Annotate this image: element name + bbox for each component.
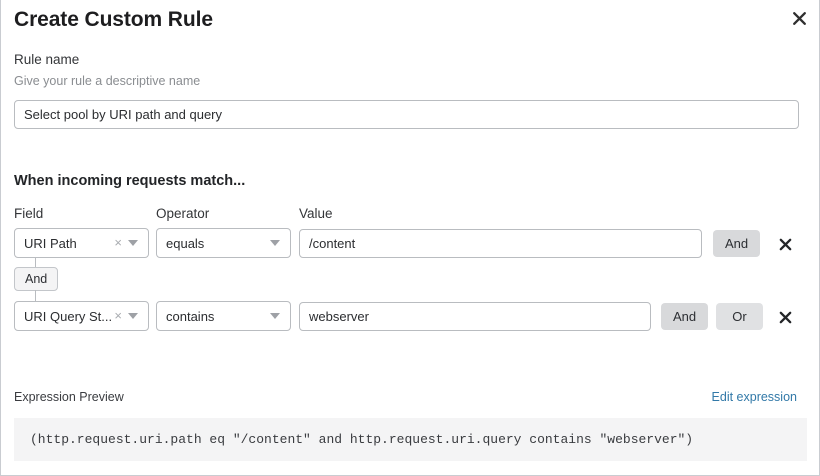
remove-condition-button-2[interactable]	[775, 307, 795, 327]
and-button-1[interactable]: And	[713, 230, 761, 257]
value-input-1[interactable]	[299, 229, 702, 258]
operator-select-2[interactable]: contains	[156, 301, 291, 331]
chevron-down-icon[interactable]	[270, 313, 280, 319]
remove-condition-button-1[interactable]	[775, 234, 795, 254]
conditions-heading: When incoming requests match...	[14, 173, 246, 189]
chevron-down-icon[interactable]	[270, 240, 280, 246]
chevron-down-icon[interactable]	[128, 313, 138, 319]
edit-expression-link[interactable]: Edit expression	[711, 390, 797, 404]
chevron-down-icon[interactable]	[128, 240, 138, 246]
close-icon[interactable]	[788, 7, 810, 29]
rule-name-description: Give your rule a descriptive name	[14, 74, 201, 88]
column-header-operator: Operator	[156, 206, 210, 221]
clear-icon[interactable]: ×	[114, 308, 122, 323]
operator-select-2-value: contains	[166, 308, 215, 324]
operator-select-1[interactable]: equals	[156, 228, 291, 258]
rule-name-input[interactable]	[14, 100, 799, 129]
clear-icon[interactable]: ×	[114, 235, 122, 250]
and-button-2[interactable]: And	[661, 303, 709, 330]
dialog-title: Create Custom Rule	[14, 8, 213, 31]
connector-line-bottom	[35, 290, 36, 301]
value-input-2[interactable]	[299, 302, 651, 331]
expression-preview-code: (http.request.uri.path eq "/content" and…	[14, 418, 807, 461]
rule-name-label: Rule name	[14, 52, 80, 67]
connector-and-chip[interactable]: And	[14, 267, 59, 291]
field-select-2-value: URI Query St...	[24, 308, 113, 324]
field-select-1[interactable]: URI Path ×	[14, 228, 149, 258]
expression-preview-label: Expression Preview	[14, 390, 124, 404]
operator-select-1-value: equals	[166, 235, 205, 251]
or-button-2[interactable]: Or	[716, 303, 763, 330]
field-select-1-value: URI Path	[24, 235, 77, 251]
column-header-value: Value	[299, 206, 333, 221]
column-header-field: Field	[14, 206, 44, 221]
connector-line-top	[35, 258, 36, 268]
field-select-2[interactable]: URI Query St... ×	[14, 301, 149, 331]
